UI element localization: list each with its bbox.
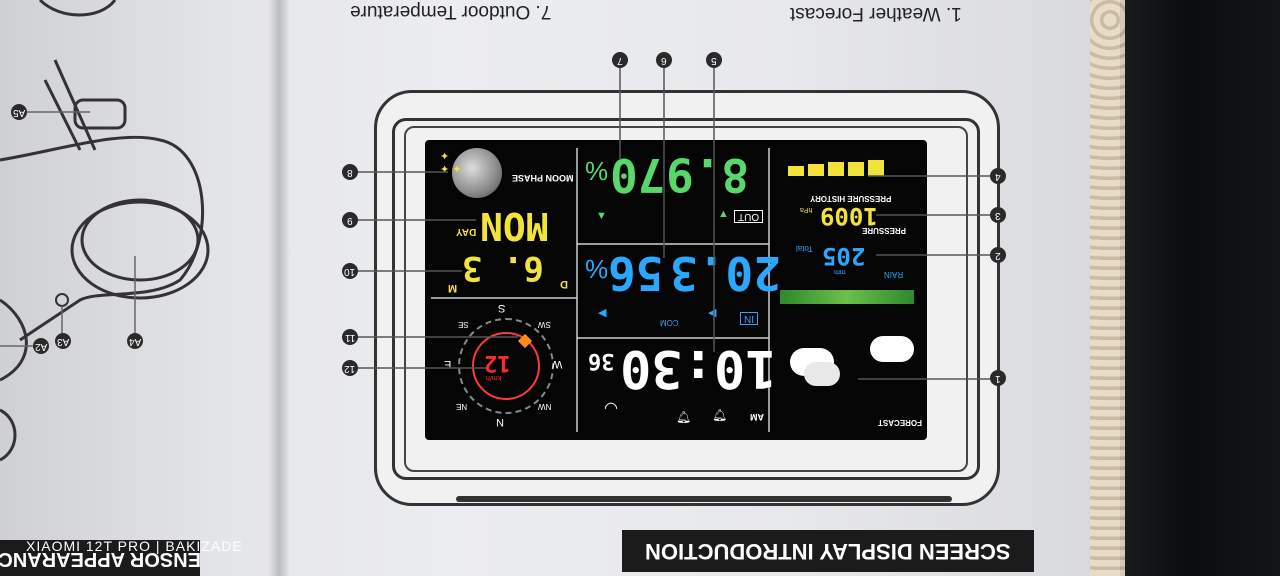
display-base (456, 496, 952, 502)
grass-strip-icon (780, 290, 914, 304)
star-icons: ✦✦ ✦ (440, 151, 462, 176)
callout-8: 8 (342, 164, 358, 180)
moon-phase-icon (452, 148, 502, 198)
outdoor-humidity-percent-icon: % (585, 156, 609, 186)
lcd-dividers (431, 148, 770, 432)
display-bezel (392, 118, 980, 480)
callout-5: 5 (706, 52, 722, 68)
weather-forecast-cloud-icon (790, 318, 840, 388)
callout-9: 9 (342, 212, 358, 228)
sensor-label-a2: A2 (33, 338, 49, 354)
callout-6: 6 (656, 52, 672, 68)
callout-4: 4 (990, 168, 1006, 184)
callout-7: 7 (612, 52, 628, 68)
page-fold (268, 0, 290, 576)
camera-watermark: XIAOMI 12T PRO | BAKIZADE (26, 538, 243, 554)
compass-ring (458, 318, 554, 414)
signal-icon: ◠ (604, 400, 618, 417)
outdoor-temp-trend-icon: ▲ (718, 208, 729, 220)
alarm-icon-2: 🔔︎ (712, 408, 728, 422)
indoor-humidity-percent-icon: % (585, 254, 609, 284)
sensor-label-a3: A3 (55, 333, 71, 349)
sensor-label-a4: A4 (127, 333, 143, 349)
pressure-history-bars (780, 156, 910, 178)
callout-1: 1 (990, 370, 1006, 386)
outdoor-humidity-trend-icon: ▼ (596, 210, 607, 222)
display-inner-bezel (404, 126, 968, 472)
weather-cloud-icon (870, 336, 914, 362)
compass-inner-ring (472, 332, 540, 400)
indoor-temp-trend-icon: ◀ (708, 307, 717, 319)
indoor-label: IN (740, 312, 758, 325)
sensor-illustration (0, 0, 210, 462)
outdoor-label: OUT (734, 210, 764, 223)
callout-10: 10 (342, 263, 358, 279)
alarm-icon-1: 🔔︎ (676, 410, 692, 424)
callout-11: 11 (342, 329, 358, 345)
callout-12: 12 (342, 360, 358, 376)
sensor-label-a5: A5 (11, 104, 27, 120)
callout-2: 2 (990, 247, 1006, 263)
section-title: SCREEN DISPLAY INTRODUCTION (622, 530, 1034, 572)
indoor-humidity-trend-icon: ◀ (598, 307, 607, 319)
sensor-title: SENSOR APPEARANCE (0, 540, 200, 576)
callout-3: 3 (990, 207, 1006, 223)
device-edge (1125, 0, 1280, 576)
